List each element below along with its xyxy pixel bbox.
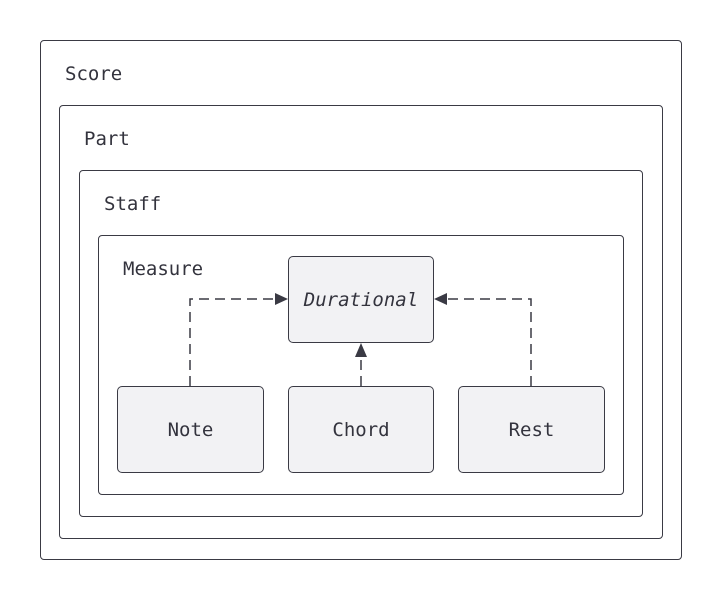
chord-node: Chord [288, 386, 434, 473]
durational-node: Durational [288, 256, 434, 343]
rest-node: Rest [458, 386, 605, 473]
staff-label: Staff [104, 193, 162, 215]
part-label: Part [84, 128, 130, 150]
note-node: Note [117, 386, 264, 473]
measure-label: Measure [123, 258, 204, 280]
score-label: Score [65, 63, 123, 85]
